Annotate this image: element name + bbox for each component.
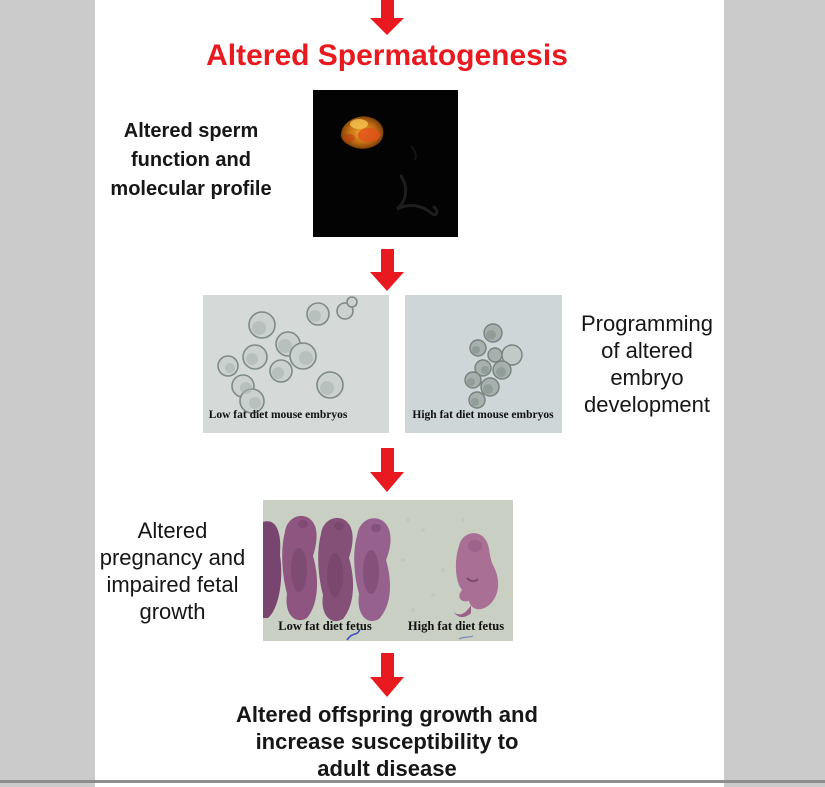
caption-offspring-outcome: Altered offspring growth and increase su…: [236, 702, 538, 781]
embryo-micrograph-high-fat: High fat diet mouse embryos: [405, 295, 562, 433]
blue-pen-mark: [458, 635, 474, 640]
caption-sperm-function: Altered sperm function and molecular pro…: [110, 120, 272, 200]
blastocyst-inner-mass: [225, 310, 334, 409]
blue-pen-mark: [346, 628, 361, 641]
embryo-micrograph-low-fat: Low fat diet mouse embryos: [203, 295, 389, 433]
caption-fetal-growth: Altered pregnancy and impaired fetal gro…: [99, 518, 246, 624]
fetus-high-fat-label: High fat diet fetus: [408, 619, 504, 633]
dark-field-background: [313, 90, 458, 237]
sperm-head-red-signal: [358, 128, 380, 142]
sperm-head-yellow-signal: [350, 119, 368, 129]
down-arrow-icon: [370, 448, 404, 492]
faint-sperm-tail: [395, 174, 439, 217]
faint-sperm-tail: [410, 145, 417, 161]
fetus-low-fat-label: Low fat diet fetus: [278, 619, 372, 633]
embryo-low-fat-label: Low fat diet mouse embryos: [209, 409, 348, 421]
sperm-fluorescence-micrograph: [313, 90, 458, 237]
figure-title: Altered Spermatogenesis: [206, 39, 568, 72]
fetus-tail: [454, 605, 471, 618]
sperm-head-red-signal: [343, 134, 355, 142]
high-fat-fetus: [454, 533, 499, 618]
left-gray-margin: [0, 0, 95, 787]
down-arrow-icon: [370, 0, 404, 35]
embryo-inner-texture: [467, 330, 506, 406]
embryo-high-fat-label: High fat diet mouse embryos: [412, 409, 554, 421]
fetus-photo: Low fat diet fetus High fat diet fetus: [263, 500, 513, 641]
down-arrow-icon: [370, 249, 404, 291]
right-gray-margin: [724, 0, 825, 787]
bottom-divider-line: [0, 780, 825, 783]
low-fat-fetus-group: [263, 515, 391, 622]
down-arrow-icon: [370, 653, 404, 697]
caption-embryo-development: Programming of altered embryo developmen…: [580, 311, 714, 417]
